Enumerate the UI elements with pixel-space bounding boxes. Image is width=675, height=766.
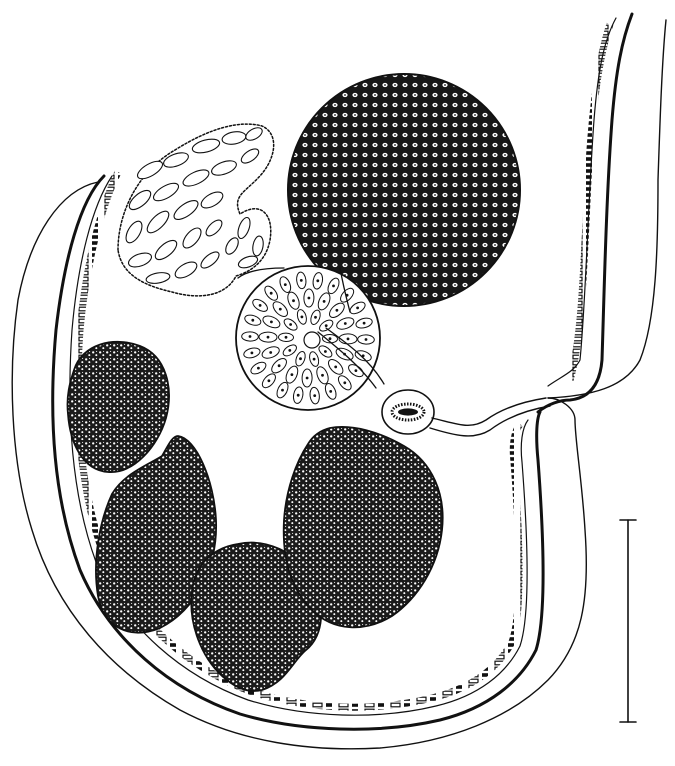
follicle-oval (210, 158, 239, 178)
rosette-cell-nucleus (269, 351, 272, 354)
follicle-oval (135, 158, 165, 182)
rosette-cell-nucleus (324, 350, 327, 353)
follicle-oval (198, 249, 221, 271)
rosette-cell-nucleus (285, 336, 288, 339)
rosette-cell-nucleus (344, 322, 347, 325)
rosette-cell-nucleus (281, 389, 284, 392)
follicle-oval (126, 187, 154, 213)
rosette-cell-nucleus (313, 358, 316, 361)
follicle-cluster (118, 124, 274, 296)
follicle-oval (144, 208, 172, 236)
rosette-cell-nucleus (251, 319, 254, 322)
follicle-oval (239, 146, 261, 166)
follicle-oval (162, 150, 191, 170)
rosette-cell-nucleus (291, 373, 294, 376)
follicle-oval (180, 225, 205, 251)
rosette-cell-nucleus (270, 321, 273, 324)
follicle-oval (236, 216, 253, 240)
rosette-cell-nucleus (329, 390, 332, 393)
follicle-oval (203, 217, 224, 238)
rosette-cell-nucleus (257, 367, 260, 370)
rosette-cell-nucleus (355, 369, 358, 372)
rosette-cell-nucleus (278, 364, 281, 367)
lobe-left-upper (67, 342, 169, 472)
rosette-cell-nucleus (365, 338, 368, 341)
small-bulb-organ (382, 390, 434, 434)
rosette-cell-nucleus (316, 279, 319, 282)
rosette-cell-nucleus (300, 279, 303, 282)
rosette-cell-nucleus (325, 324, 328, 327)
rosette-cell-nucleus (297, 394, 300, 397)
rosette-cell-nucleus (323, 300, 326, 303)
rosette-cell-nucleus (301, 316, 304, 319)
rosette-cell-nucleus (336, 309, 339, 312)
central-rosette (236, 266, 380, 410)
rosette-cell-nucleus (268, 379, 271, 382)
rosette-cell-nucleus (289, 323, 292, 326)
follicle-oval (173, 259, 200, 281)
rosette-cell-nucleus (314, 316, 317, 319)
follicle-oval (251, 235, 264, 256)
rosette-cell-nucleus (313, 394, 316, 397)
rosette-cell-nucleus (308, 297, 311, 300)
rosette-cell-nucleus (292, 299, 295, 302)
rosette-cell-nucleus (306, 377, 309, 380)
rosette-cell-nucleus (334, 366, 337, 369)
ejaculatory-duct (432, 398, 546, 425)
rosette-cell-nucleus (332, 285, 335, 288)
follicle-oval (244, 125, 265, 143)
rosette-cell-nucleus (329, 337, 332, 340)
follicle-oval (123, 219, 145, 246)
rosette-cell-nucleus (321, 374, 324, 377)
follicle-oval (223, 236, 241, 257)
rosette-cell-nucleus (251, 352, 254, 355)
rosette-cell-nucleus (299, 357, 302, 360)
scale-bar (620, 520, 636, 722)
follicle-oval (152, 237, 180, 263)
follicle-oval (191, 137, 221, 156)
rosette-cell-nucleus (259, 304, 262, 307)
rosette-cell-nucleus (249, 335, 252, 338)
follicle-oval (151, 180, 181, 204)
rosette-cell-nucleus (356, 307, 359, 310)
rosette-cell-nucleus (267, 336, 270, 339)
rosette-cell-nucleus (288, 349, 291, 352)
follicle-oval (127, 250, 154, 269)
rosette-cell-nucleus (347, 338, 350, 341)
ejaculatory-duct-inner (430, 406, 550, 436)
follicle-oval (237, 254, 259, 270)
rosette-cell-nucleus (270, 292, 273, 295)
follicle-oval (171, 197, 201, 223)
follicle-oval (181, 167, 211, 190)
follicle-oval (145, 271, 170, 285)
rosette-cell-nucleus (343, 381, 346, 384)
follicle-oval (221, 130, 247, 146)
rosette-cell-nucleus (363, 322, 366, 325)
rosette-cell-nucleus (284, 283, 287, 286)
follicle-oval (199, 189, 226, 211)
lobe-right (284, 427, 443, 627)
rosette-cell-nucleus (279, 308, 282, 311)
